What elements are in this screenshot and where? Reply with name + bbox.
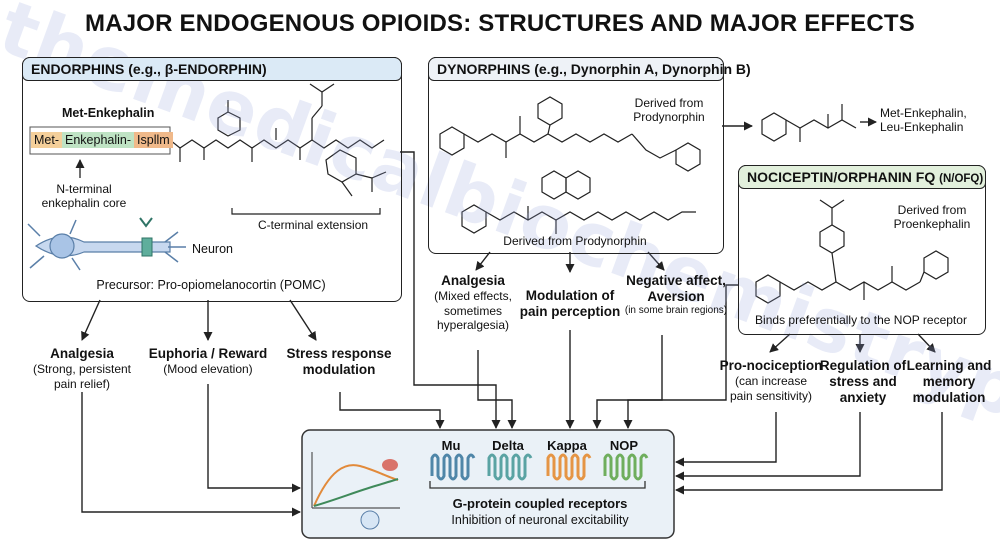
- receptor-subcaption: Inhibition of neuronal excitability: [451, 513, 629, 527]
- noc-derived: Derived from Proenkephalin: [893, 203, 971, 232]
- effect-analgesia-title: Analgesia: [50, 346, 114, 361]
- noc-effect-pronociception: Pro-nociception (can increase pain sensi…: [718, 358, 824, 403]
- nociceptin-box: [738, 165, 986, 335]
- receptor-icon-kappa: [546, 453, 592, 481]
- page-title: MAJOR ENDOGENOUS OPIOIDS: STRUCTURES AND…: [85, 10, 915, 37]
- dynorphins-header-text: DYNORPHINS (e.g., Dynorphin A, Dynorphin…: [437, 61, 751, 77]
- dyn-effect-modulation: Modulation of pain perception: [516, 288, 624, 320]
- dyn-effect-aversion-sub: (in some brain regions): [624, 305, 728, 317]
- dyn-derived-bottom: Derived from Prodynorphin: [503, 234, 647, 248]
- arrows: [81, 117, 943, 517]
- precursor-label: Precursor: Pro-opiomelanocortin (POMC): [96, 278, 326, 292]
- dyn-effect-analgesia-sub: (Mixed effects, sometimes hyperalgesia): [434, 289, 512, 332]
- receptor-icon-delta: [487, 453, 533, 481]
- neuron-label: Neuron: [192, 242, 233, 256]
- dynorphin-structure: [439, 96, 701, 234]
- effect-analgesia: Analgesia (Strong, persistent pain relie…: [22, 346, 142, 391]
- endorphins-header: ENDORPHINS (e.g., β-ENDORPHIN): [22, 57, 402, 81]
- receptor-icons: [430, 453, 649, 481]
- receptor-caption: G-protein coupled receptors: [452, 496, 628, 511]
- dyn-effect-analgesia: Analgesia (Mixed effects, sometimes hype…: [418, 273, 528, 332]
- dyn-effect-aversion: Negative affect, Aversion (in some brain…: [616, 273, 736, 317]
- receptor-bracket: [429, 481, 646, 489]
- receptor-icon-nop: [603, 453, 649, 481]
- dynorphins-box: [428, 57, 724, 254]
- segment-met: Met-: [31, 132, 62, 148]
- receptor-icon-mu: [430, 453, 476, 481]
- neuron-illustration: [27, 217, 186, 271]
- dyn-effect-aversion-title: Negative affect, Aversion: [626, 273, 726, 305]
- nociceptin-header-text: NOCICEPTIN/ORPHANIN FQ: [747, 169, 936, 185]
- receptor-label-kappa: Kappa: [547, 438, 587, 453]
- response-graph: [311, 452, 400, 530]
- dyn-effect-modulation-title: Modulation of pain perception: [519, 288, 621, 320]
- effect-analgesia-sub: (Strong, persistent pain relief): [32, 362, 132, 391]
- dynorphins-header: DYNORPHINS (e.g., Dynorphin A, Dynorphin…: [428, 57, 751, 81]
- receptor-label-delta: Delta: [492, 438, 524, 453]
- noc-effect-pronociception-title: Pro-nociception: [719, 358, 823, 373]
- noc-effect-learning: Learning and memory modulation: [904, 358, 994, 407]
- brain-icon: [382, 459, 398, 471]
- noc-effect-learning-title: Learning and memory modulation: [906, 358, 992, 406]
- beta-endorphin-structure: [29, 83, 387, 215]
- met-enkephalin-label: Met-Enkephalin: [62, 106, 155, 120]
- nociceptin-header-suffix: (N/OFQ): [939, 173, 984, 185]
- effect-euphoria-sub: (Mood elevation): [163, 362, 253, 377]
- effect-stress-title: Stress response modulation: [286, 346, 392, 378]
- cterm-label: C-terminal extension: [258, 218, 369, 232]
- noc-effect-stress-title: Regulation of stress and anxiety: [819, 358, 907, 406]
- nociceptin-header: NOCICEPTIN/ORPHANIN FQ (N/OFQ): [738, 165, 986, 189]
- sequence-segments: Met-Enkephalin-Ispllm: [31, 132, 173, 148]
- receptor-label-mu: Mu: [441, 438, 461, 453]
- receptor-label-nop: NOP: [609, 438, 639, 453]
- nociceptin-structure: [755, 199, 949, 304]
- small-molecule-structure: [761, 104, 857, 142]
- receptor-box: [301, 429, 675, 539]
- nterm-label: N-terminal enkephalin core: [41, 182, 127, 211]
- dyn-effect-analgesia-title: Analgesia: [441, 273, 505, 288]
- segment-enkephalin: Enkephalin-: [62, 132, 135, 148]
- segment-ispllm: Ispllm: [134, 132, 173, 148]
- endorphins-box: [22, 57, 402, 302]
- effect-euphoria-title: Euphoria / Reward: [148, 346, 268, 361]
- effect-euphoria: Euphoria / Reward (Mood elevation): [144, 346, 272, 377]
- noc-effect-stress: Regulation of stress and anxiety: [818, 358, 908, 407]
- dyn-side-product: Met-Enkephalin, Leu-Enkephalin: [880, 106, 967, 135]
- noc-effect-pronociception-sub: (can increase pain sensitivity): [729, 374, 813, 403]
- noc-binds: Binds preferentially to the NOP receptor: [755, 313, 967, 327]
- effect-stress: Stress response modulation: [276, 346, 402, 378]
- endorphins-header-text: ENDORPHINS (e.g., β-ENDORPHIN): [31, 61, 267, 77]
- dyn-derived-top: Derived from Prodynorphin: [633, 96, 705, 125]
- head-icon: [360, 510, 380, 530]
